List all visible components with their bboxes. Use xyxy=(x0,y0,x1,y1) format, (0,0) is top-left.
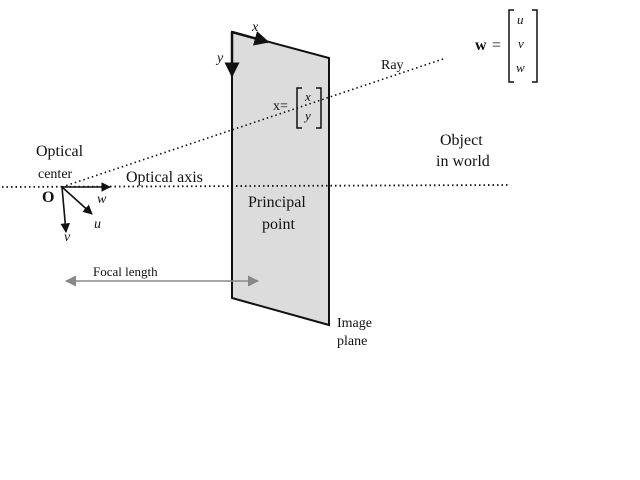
image-point-entry-y: y xyxy=(303,108,311,123)
principal-point-label-line1: Principal xyxy=(248,194,306,211)
world-point-right-bracket xyxy=(532,9,538,83)
camera-u-axis-arrow xyxy=(61,186,93,215)
world-point-entry-v: v xyxy=(518,36,524,51)
ray-line xyxy=(61,57,447,188)
optical-axis-label: Optical axis xyxy=(126,169,203,186)
camera-u-axis-label: u xyxy=(94,217,101,232)
image-x-axis-label: x xyxy=(251,20,259,35)
world-point-entry-w: w xyxy=(516,60,525,75)
image-y-axis-label: y xyxy=(215,51,224,66)
camera-w-axis-label: w xyxy=(97,192,107,207)
world-point-entry-u: u xyxy=(517,12,524,27)
image-point-prefix: x= xyxy=(273,99,288,114)
image-x-axis-arrow xyxy=(231,30,270,46)
optical-center-label-line1: Optical xyxy=(36,143,84,160)
image-plane-label-line2: plane xyxy=(337,334,367,349)
principal-point-label-line2: point xyxy=(262,216,295,233)
world-point-equals: = xyxy=(492,37,501,54)
image-plane xyxy=(231,30,330,327)
world-point-left-bracket xyxy=(508,9,514,83)
origin-label: O xyxy=(42,189,54,206)
image-point-left-bracket xyxy=(296,87,302,129)
camera-v-axis-label: v xyxy=(64,230,71,245)
image-point-right-bracket xyxy=(316,87,322,129)
image-plane-label-line1: Image xyxy=(337,316,372,331)
camera-v-axis-arrow xyxy=(60,186,71,233)
world-point-symbol: w xyxy=(475,37,487,54)
object-label-line1: Object xyxy=(440,132,483,149)
object-label-line2: in world xyxy=(436,153,490,170)
focal-length-label: Focal length xyxy=(93,264,158,279)
optical-center-label-line2: center xyxy=(38,167,73,182)
image-point-entry-x: x xyxy=(304,89,311,104)
optical-axis-line xyxy=(1,184,511,188)
ray-label: Ray xyxy=(381,58,404,73)
